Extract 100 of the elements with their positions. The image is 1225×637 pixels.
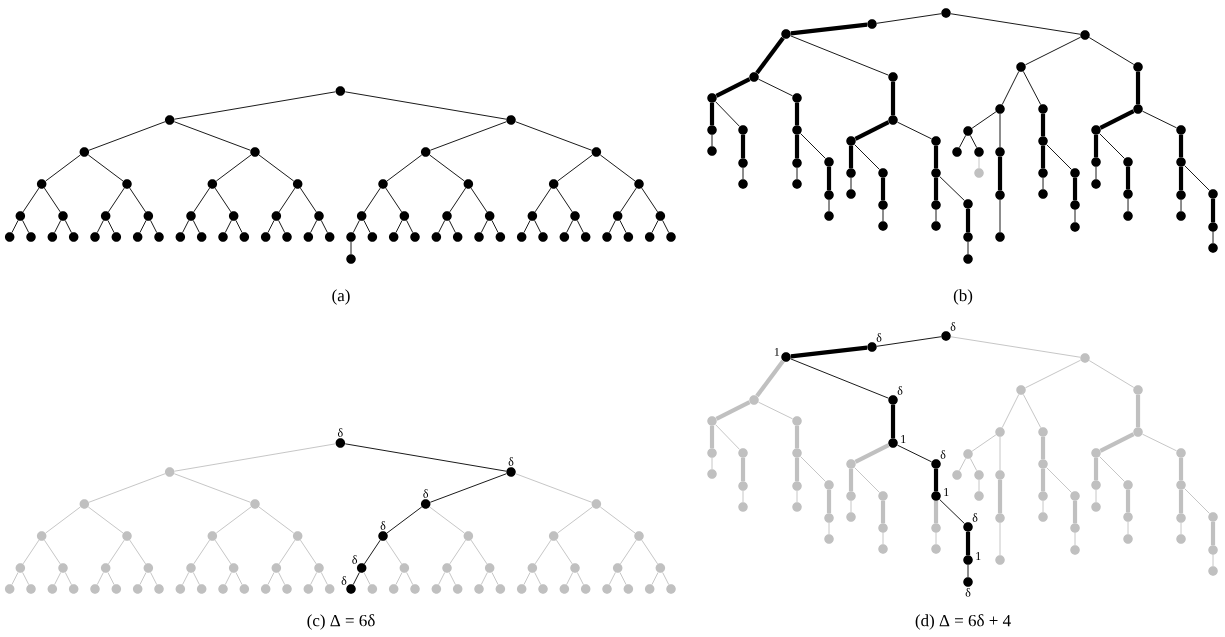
tree-node [707,125,717,135]
tree-edge [958,457,967,472]
tree-node [1038,512,1048,522]
tree-node [1070,545,1080,555]
tree-node [995,513,1005,523]
tree-node [559,584,570,594]
tree-edge [969,134,978,149]
tree-edge [1040,145,1046,169]
tree-node [1070,523,1080,533]
tree-edge [22,571,30,586]
tree-node [931,221,941,231]
tree-node [175,584,186,594]
node-label: 1 [774,347,780,356]
tree-edge [470,187,488,213]
tree-node [47,232,58,242]
tree-edge [22,187,40,213]
tree-node [196,232,207,242]
tree-edge [794,102,800,126]
tree-node [738,125,748,135]
tree-edge [299,539,317,565]
tree-edge [800,456,826,482]
tree-node [1208,512,1218,522]
tree-node [474,232,484,242]
tree-edge [755,36,785,75]
tree-node [442,563,452,573]
tree-edge [662,219,670,234]
tree-edge [278,571,286,586]
tree-edge [43,187,61,213]
tree-edge [64,219,72,234]
tree-node [602,584,612,594]
tree-edge [11,219,19,234]
tree-edge [826,166,832,191]
tree-node [580,232,591,242]
tree-edge [107,571,115,586]
node-label: δ [940,450,946,459]
tree-node [931,200,941,210]
tree-node [666,232,676,242]
tree-edge [299,187,317,213]
tree-node [867,19,877,29]
tree-node [260,232,271,242]
tree-node [303,584,314,594]
tree-edge [88,121,166,151]
tree-node [931,523,941,533]
tree-edge [150,219,158,234]
tree-node [367,584,378,594]
tree-edge [971,434,997,452]
tree-edge [608,219,616,234]
tree-node [228,563,239,573]
tree-edge [310,571,318,586]
tree-edge [363,571,371,586]
tree-edge [997,479,1003,514]
tree-node [707,93,717,103]
tree-node [1176,534,1186,544]
tree-node [1016,62,1026,72]
tree-edge [1025,359,1082,389]
tree-edge [320,219,328,234]
tree-node [623,584,634,594]
tree-edge [651,219,659,234]
tree-edge [174,91,336,120]
tree-edge [758,78,793,97]
tree-node [452,584,463,594]
tree-edge [1099,432,1135,453]
tree-node [792,125,802,135]
tree-edge [641,187,659,213]
tree-edge [470,539,488,565]
tree-edge [709,425,715,449]
tree-node [324,584,335,594]
tree-node [878,523,888,533]
tree-node [995,147,1005,157]
tree-node [292,179,303,189]
tree-node [15,211,26,221]
tree-edge [1088,360,1135,388]
tree-node [591,499,602,509]
tree-edge [215,154,252,182]
tree-node [378,179,388,189]
tree-node [132,232,143,242]
tree-node [186,563,196,573]
tree-node [36,531,47,541]
tree-node [68,232,79,242]
tree-node [738,448,748,458]
tree-edge [96,219,104,234]
tree-edge [214,187,232,213]
tree-edge [523,219,531,234]
tree-edge [1040,436,1046,460]
tree-node [324,232,335,242]
tree-edge [54,219,62,234]
tree-edge [344,443,507,472]
tree-edge [258,154,295,182]
tree-edge [1142,433,1177,452]
tree-node [792,481,802,491]
tree-edge [395,219,403,234]
tree-node [1038,491,1048,501]
node-label: δ [341,576,347,585]
tree-node [399,563,410,573]
tree-node [111,584,122,594]
tree-edge [876,336,942,347]
tree-node [1038,104,1048,114]
tree-node [271,563,282,573]
tree-node [218,584,228,594]
tree-node [356,211,367,221]
